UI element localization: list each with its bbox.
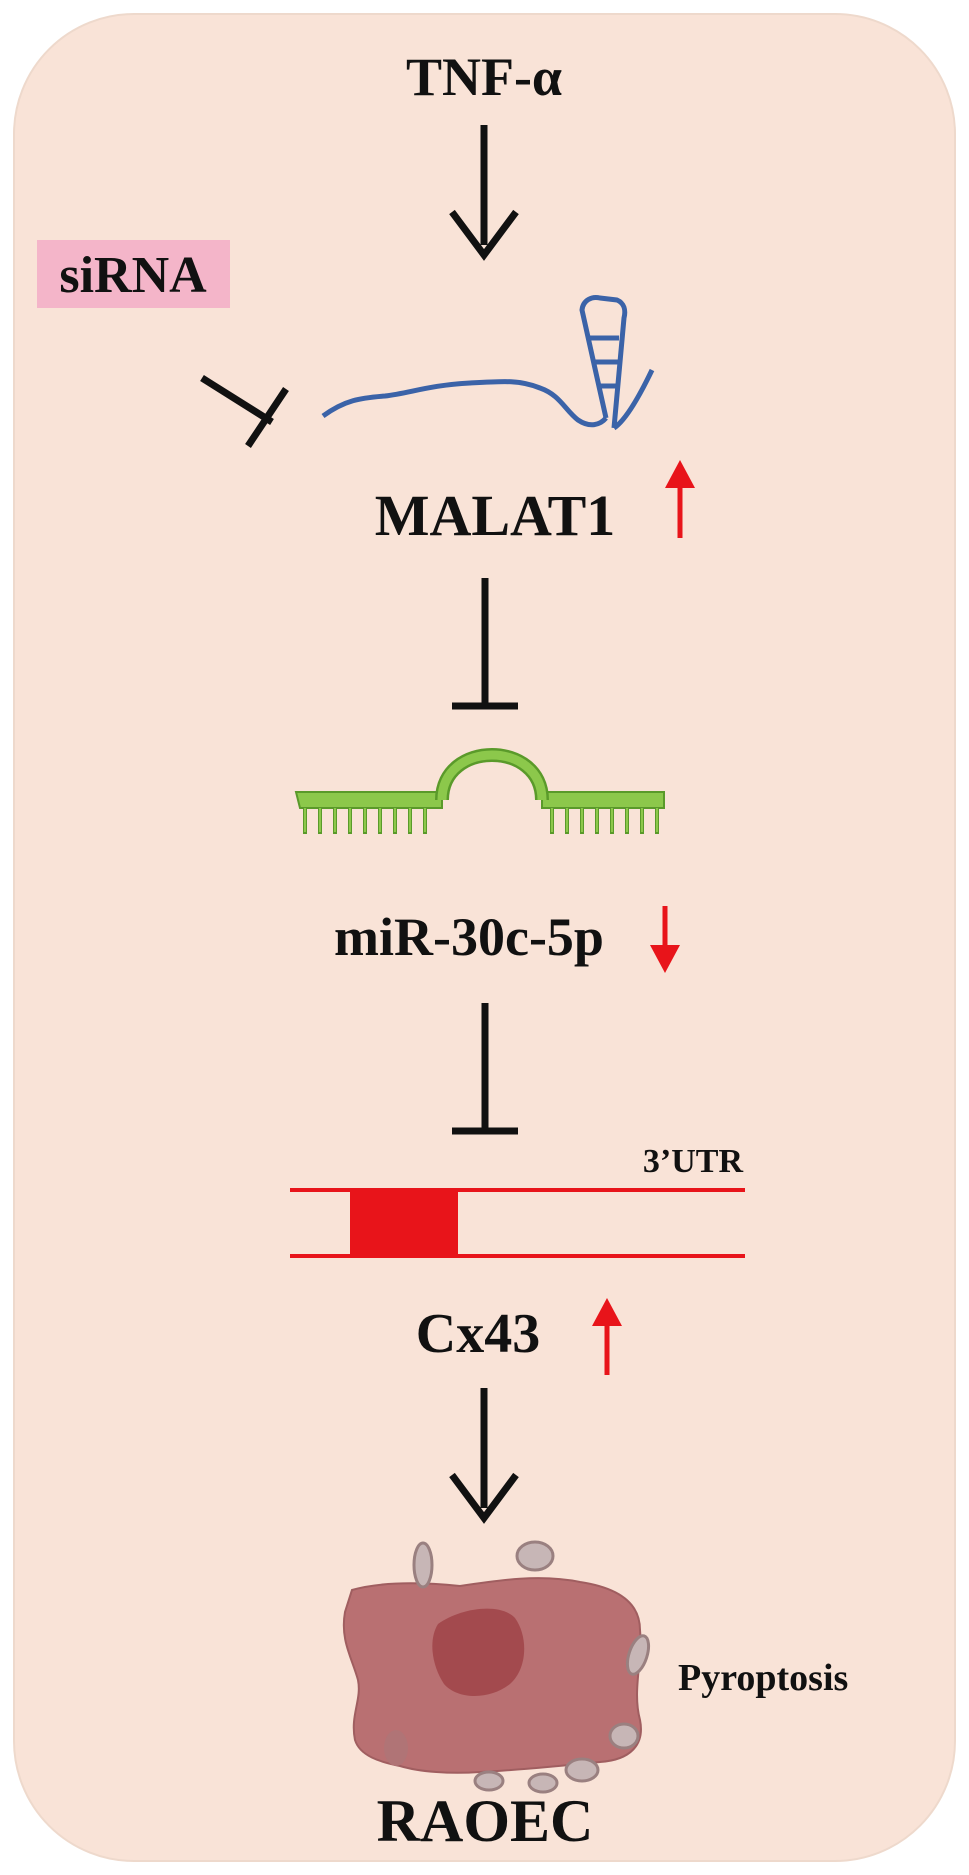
raoec-label: RAOEC <box>377 1788 594 1854</box>
activation-arrow-tnf-malat1 <box>449 125 519 261</box>
cx43-upregulation-arrow <box>592 1298 622 1375</box>
mirna-hairpin-icon <box>294 748 665 834</box>
sirna-label: siRNA <box>59 247 207 304</box>
cx43-transcript-icon <box>290 1188 745 1258</box>
mir-downregulation-arrow <box>650 906 680 973</box>
inhibition-siRNA-malat1 <box>200 375 289 448</box>
inhibition-malat1-mir <box>452 578 518 710</box>
tnf-alpha-label: TNF-α <box>406 47 562 107</box>
malat1-lncrna-icon <box>321 295 655 431</box>
activation-arrow-cx43-raoec <box>449 1388 519 1524</box>
pyroptotic-cell-icon <box>342 1540 651 1794</box>
sirna-highlight <box>37 240 230 308</box>
pyroptosis-label: Pyroptosis <box>678 1657 848 1699</box>
background-panel <box>13 13 956 1862</box>
malat1-label: MALAT1 <box>375 483 616 548</box>
cx43-label: Cx43 <box>416 1303 540 1365</box>
inhibition-mir-cx43 <box>452 1003 518 1135</box>
binding-site-box <box>350 1190 458 1256</box>
mir-30c-5p-label: miR-30c-5p <box>334 907 604 967</box>
malat1-upregulation-arrow <box>665 460 695 538</box>
utr-label: 3’UTR <box>643 1143 744 1180</box>
